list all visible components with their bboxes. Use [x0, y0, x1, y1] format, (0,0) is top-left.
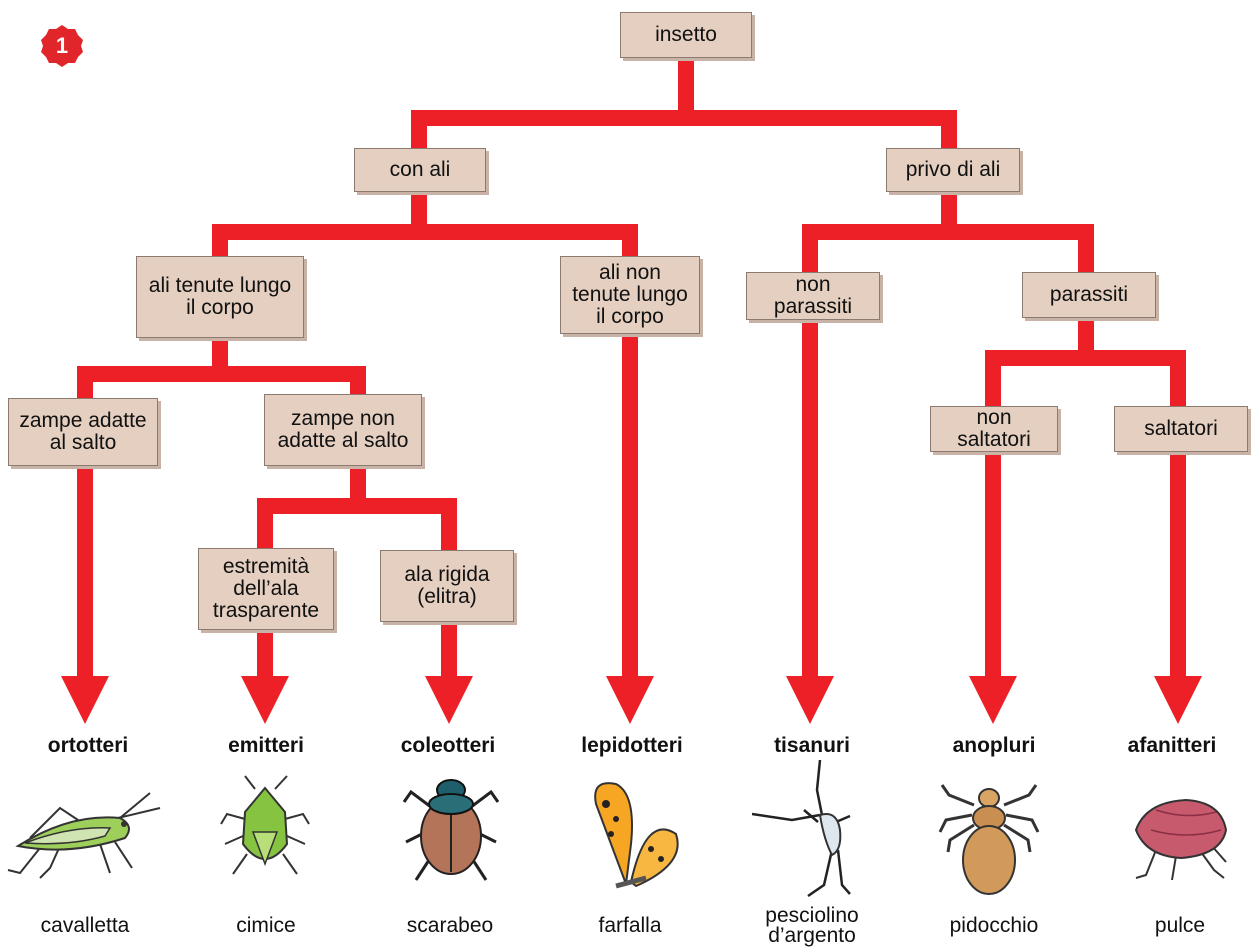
connector-winged-bar: [212, 224, 638, 240]
node-parasitic: parassiti: [1022, 272, 1156, 318]
connector-to-non-jumping: [985, 350, 1001, 406]
node-transparent-wing-tip: estremità dell’ala trasparente: [198, 548, 334, 630]
connector-root-trunk: [678, 58, 694, 126]
connector-to-wings-along: [212, 224, 228, 258]
connector-to-wingless: [941, 110, 957, 152]
order-label-lepidotteri: lepidotteri: [581, 734, 683, 757]
badge-shape-icon: [41, 25, 83, 67]
node-non-jumping-legs: zampe non adatte al salto: [264, 394, 422, 466]
order-label-coleotteri: coleotteri: [400, 734, 496, 757]
example-label-cavalletta: cavalletta: [40, 914, 130, 937]
connector-to-non-jumping-legs: [350, 366, 366, 396]
node-wingless: privo di ali: [886, 148, 1020, 192]
order-label-ortotteri: ortotteri: [47, 734, 129, 757]
arrow-tisanuri: [786, 676, 834, 724]
connector-to-winged: [411, 110, 427, 152]
butterfly-icon: [594, 782, 679, 889]
example-label-pidocchio: pidocchio: [949, 914, 1039, 937]
louse-icon: [938, 784, 1040, 895]
connector-parasitic-bar: [985, 350, 1186, 366]
node-wings-along-body: ali tenute lungo il corpo: [136, 256, 304, 338]
connector-to-jumping-legs: [77, 366, 93, 400]
stink-bug-icon: [220, 775, 310, 875]
node-non-parasitic: non parassiti: [746, 272, 880, 320]
example-label-cimice: cimice: [236, 914, 296, 937]
order-label-tisanuri: tisanuri: [774, 734, 850, 757]
arrow-coleotteri: [425, 676, 473, 724]
example-label-scarabeo: scarabeo: [406, 914, 494, 937]
arrow-anopluri: [969, 676, 1017, 724]
node-non-jumping: non saltatori: [930, 406, 1058, 452]
connector-coleotteri-stem: [441, 622, 457, 680]
connector-to-parasitic: [1078, 224, 1094, 272]
figure-number: 1: [55, 33, 69, 58]
figure-number-badge: 1: [40, 24, 84, 68]
connector-to-non-parasitic: [802, 224, 818, 272]
order-label-anopluri: anopluri: [952, 734, 1036, 757]
arrow-lepidotteri: [606, 676, 654, 724]
node-rigid-wing: ala rigida (elitra): [380, 550, 514, 622]
silverfish-icon: [752, 760, 851, 898]
order-label-afanitteri: afanitteri: [1127, 734, 1217, 757]
example-label-pesciolino: pesciolino d’argento: [765, 904, 859, 947]
connector-nonjump-bar: [257, 498, 457, 514]
node-root: insetto: [620, 12, 752, 58]
grasshopper-icon: [7, 792, 161, 879]
connector-along-bar: [77, 366, 366, 382]
connector-emitteri-stem: [257, 630, 273, 680]
example-label-pulce: pulce: [1154, 914, 1206, 937]
arrow-ortotteri: [61, 676, 109, 724]
node-wings-not-along-body: ali non tenute lungo il corpo: [560, 256, 700, 334]
connector-to-wings-not-along: [622, 224, 638, 258]
node-jumping: saltatori: [1114, 406, 1248, 452]
order-label-emitteri: emitteri: [228, 734, 304, 757]
arrow-afanitteri: [1154, 676, 1202, 724]
connector-to-transparent-tip: [257, 498, 273, 550]
flea-icon: [1134, 798, 1228, 881]
connector-root-bar: [411, 110, 957, 126]
node-jumping-legs: zampe adatte al salto: [8, 398, 158, 466]
connector-tisanuri-stem: [802, 320, 818, 680]
connector-to-jumping: [1170, 350, 1186, 406]
connector-wingless-bar: [802, 224, 1094, 240]
example-label-farfalla: farfalla: [598, 914, 662, 937]
arrow-emitteri: [241, 676, 289, 724]
scarab-beetle-icon: [402, 779, 500, 881]
node-winged: con ali: [354, 148, 486, 192]
connector-anopluri-stem: [985, 452, 1001, 680]
connector-afanitteri-stem: [1170, 452, 1186, 680]
connector-lepidotteri-stem: [622, 334, 638, 680]
connector-ortotteri-stem: [77, 466, 93, 680]
connector-to-rigid-wing: [441, 498, 457, 550]
